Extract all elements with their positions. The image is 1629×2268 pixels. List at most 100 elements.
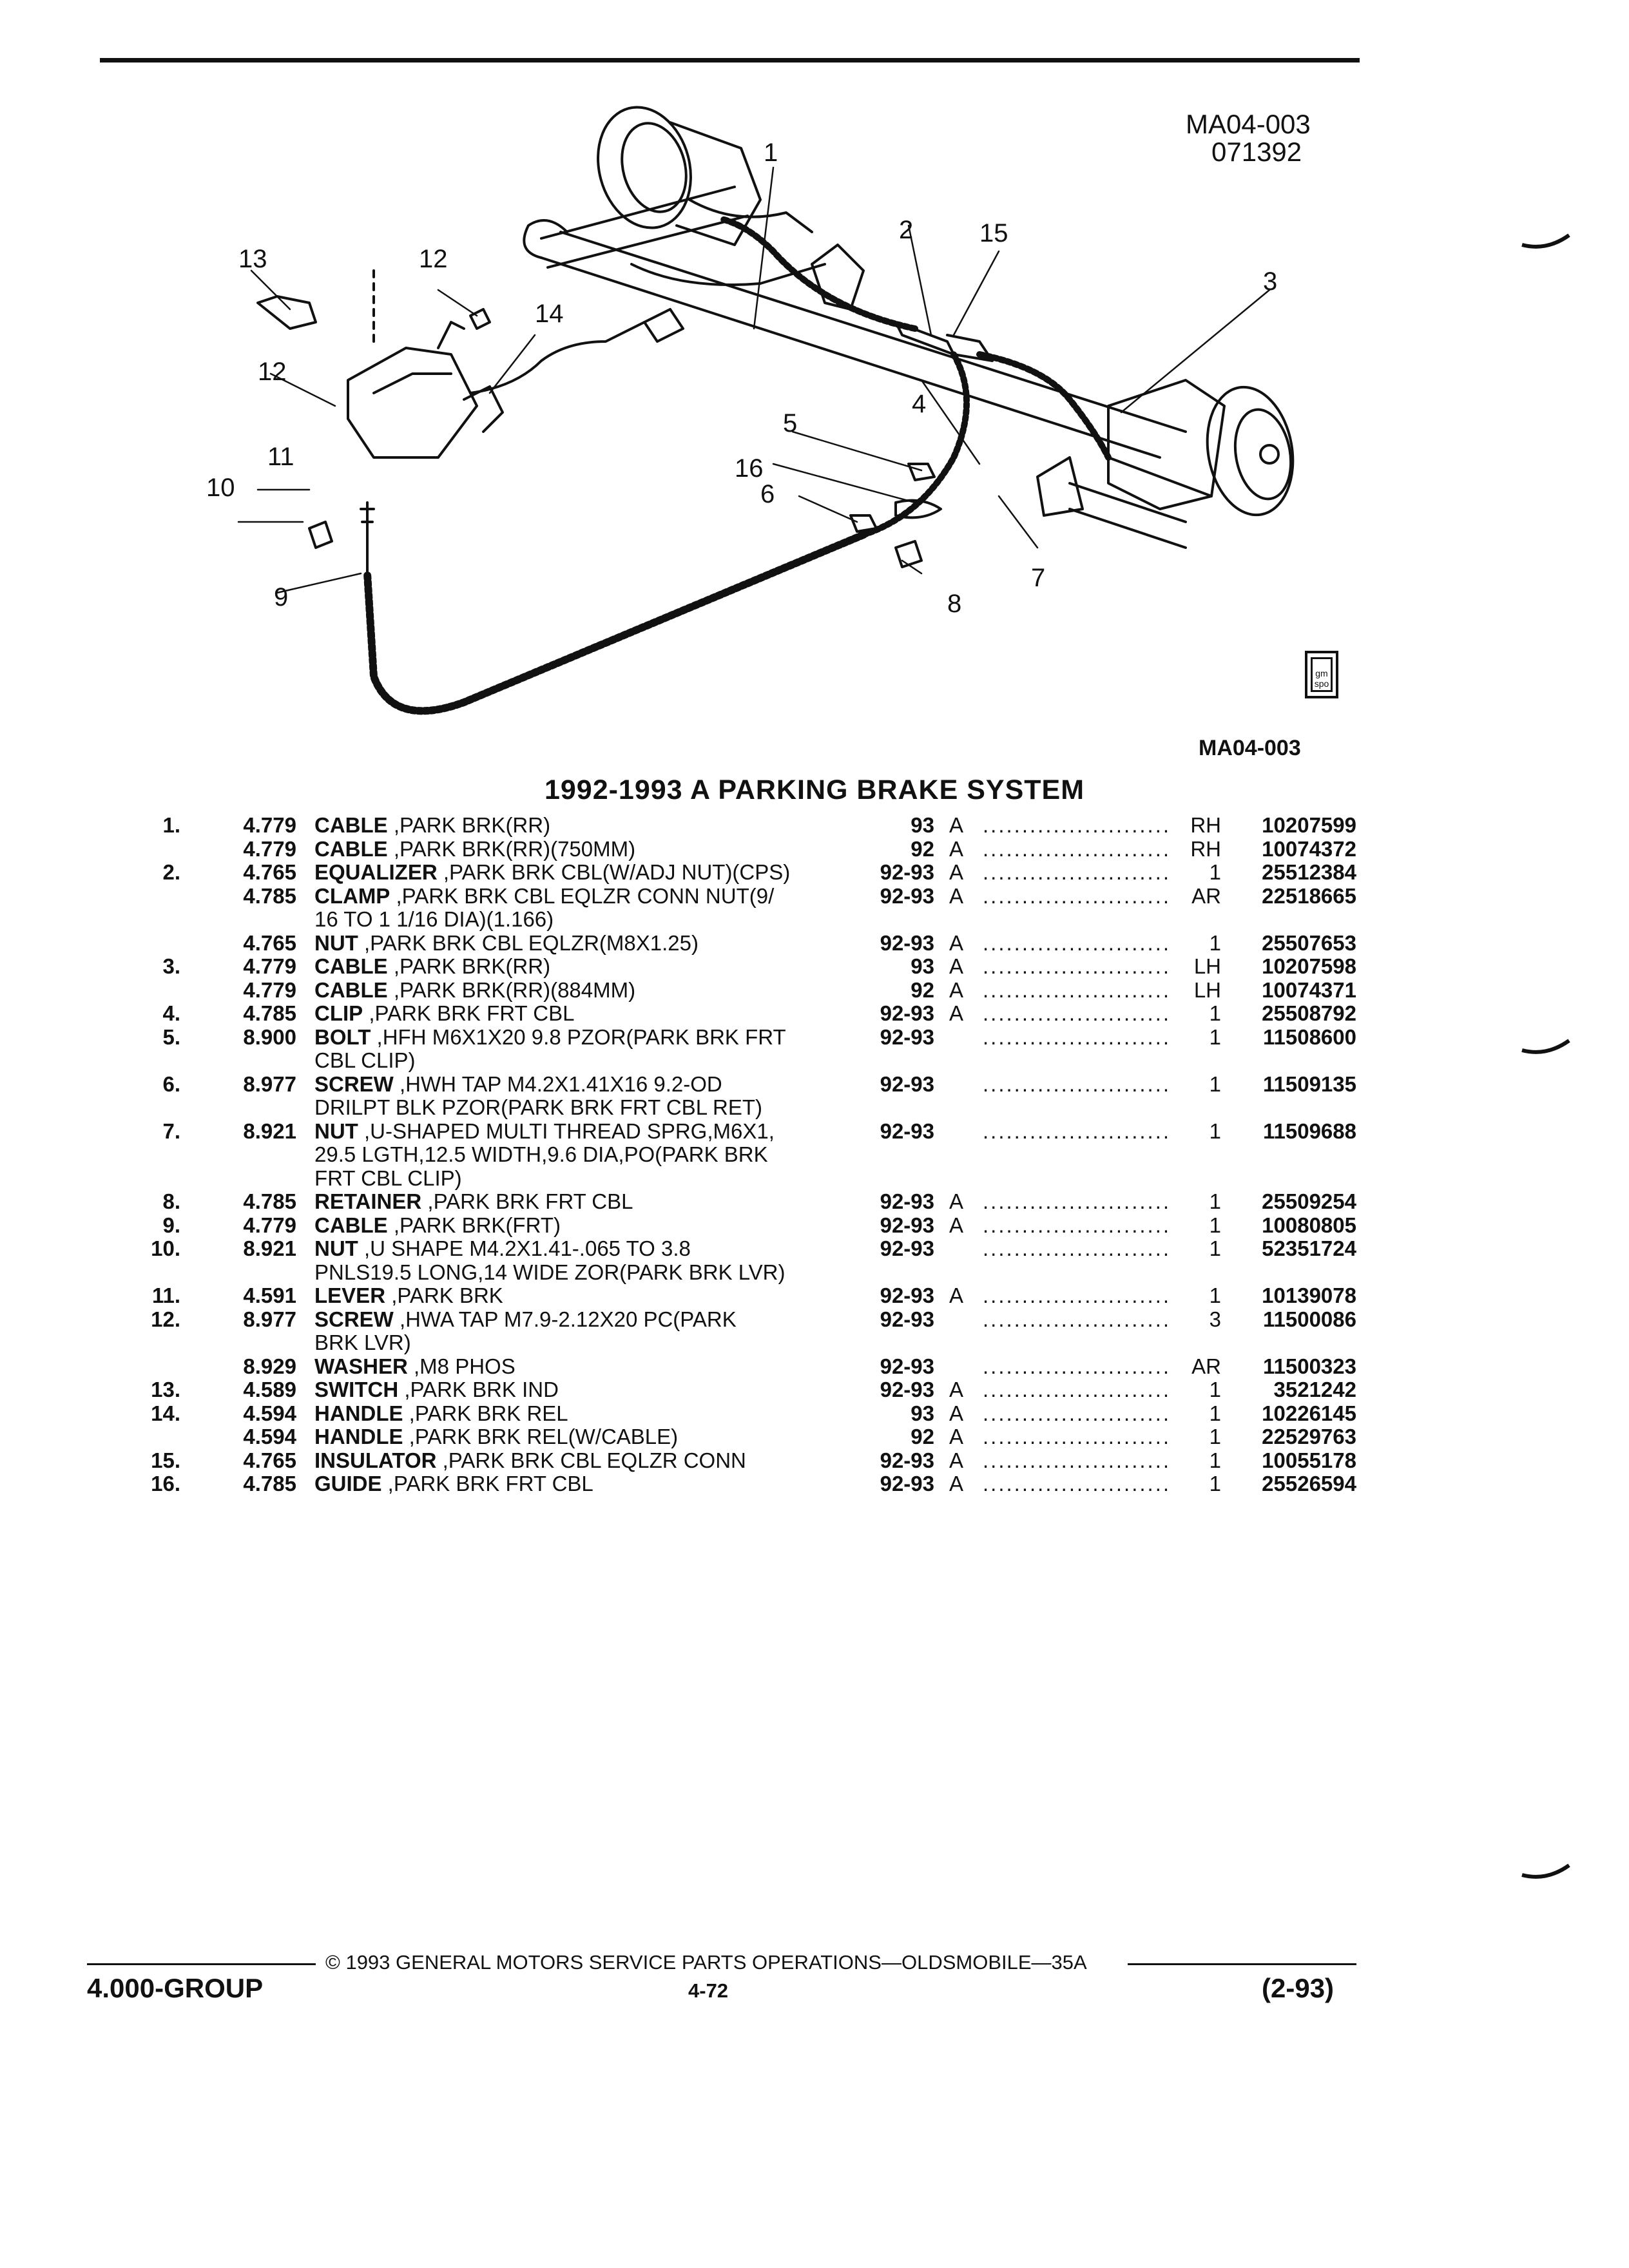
callout-13: 13	[238, 245, 267, 273]
part-description-continuation: CBL CLIP)	[314, 1048, 416, 1072]
part-callout-number: 5.	[162, 1024, 180, 1049]
leader-dots: ................................	[983, 1189, 1170, 1213]
leader-dots: ................................	[983, 1401, 1170, 1425]
part-description: INSULATOR ,PARK BRK CBL EQLZR CONN	[314, 1448, 843, 1472]
part-description-text: ,PARK BRK FRT CBL	[363, 1001, 575, 1025]
part-description: CLAMP ,PARK BRK CBL EQLZR CONN NUT(9/	[314, 884, 843, 908]
part-description-text: ,PARK BRK CBL EQLZR CONN	[436, 1448, 746, 1472]
part-model: A	[949, 1189, 964, 1213]
part-group-number: 4.765	[243, 860, 296, 884]
footer-copyright: © 1993 GENERAL MOTORS SERVICE PARTS OPER…	[325, 1951, 1087, 1974]
footer-rule-right	[1128, 1963, 1356, 1965]
part-number: 25526594	[1262, 1472, 1356, 1495]
part-name: CABLE	[314, 836, 388, 861]
part-number: 10226145	[1262, 1401, 1356, 1425]
part-description-text: ,PARK BRK REL(W/CABLE)	[403, 1425, 679, 1448]
part-name: INSULATOR	[314, 1448, 437, 1472]
part-group-number: 4.785	[243, 883, 296, 908]
part-quantity: 1	[1209, 1378, 1221, 1401]
release-handle-cable	[469, 321, 646, 394]
callout-14: 14	[535, 300, 564, 328]
part-number: 25507653	[1262, 930, 1356, 955]
part-group-number: 8.921	[243, 1236, 296, 1260]
part-description: LEVER ,PARK BRK	[314, 1283, 843, 1307]
part-description: CABLE ,PARK BRK(RR)(884MM)	[314, 978, 843, 1002]
part-group-number: 4.589	[243, 1378, 296, 1401]
part-model: A	[949, 1213, 964, 1237]
part-quantity: AR	[1191, 1354, 1221, 1378]
punch-mark-bottom	[1521, 1863, 1570, 1879]
part-description: CABLE ,PARK BRK(RR)	[314, 813, 843, 837]
left-trailing-arm	[540, 186, 749, 269]
part-model: A	[949, 1283, 964, 1307]
part-description-text: ,PARK BRK(RR)	[387, 813, 551, 837]
part-quantity: LH	[1193, 954, 1221, 978]
part-group-number: 4.779	[243, 1213, 296, 1237]
part-name: LEVER	[314, 1283, 386, 1307]
part-years: 93	[911, 954, 934, 978]
part-quantity: LH	[1193, 977, 1221, 1002]
part-callout-number: 11.	[151, 1283, 180, 1307]
part-years: 92-93	[880, 1072, 934, 1096]
part-number: 22518665	[1262, 883, 1356, 908]
part-quantity: 1	[1209, 1072, 1221, 1096]
part-description: HANDLE ,PARK BRK REL(W/CABLE)	[314, 1425, 843, 1448]
part-model: A	[949, 860, 964, 884]
part-description: CABLE ,PARK BRK(RR)	[314, 954, 843, 978]
leader-dots: ................................	[983, 1354, 1170, 1378]
leader-dots: ................................	[983, 1425, 1170, 1448]
part-years: 92	[911, 977, 934, 1002]
part-group-number: 8.900	[243, 1024, 296, 1049]
leader-dots: ................................	[983, 954, 1170, 978]
part-callout-number: 6.	[162, 1072, 180, 1096]
part-model: A	[949, 1378, 964, 1401]
part-quantity: 1	[1209, 860, 1221, 884]
part-number: 11509135	[1262, 1072, 1356, 1096]
callout-6: 6	[760, 480, 775, 508]
part-number: 11500323	[1262, 1354, 1356, 1378]
part-description: RETAINER ,PARK BRK FRT CBL	[314, 1189, 843, 1213]
part-description: NUT ,U SHAPE M4.2X1.41-.065 TO 3.8	[314, 1236, 843, 1260]
part-model: A	[949, 1001, 964, 1025]
parking-brake-diagram: 1 2 3 4 5 6 7 8 9 10 11 12 12 13 14 15 1…	[206, 106, 1295, 715]
callout-2: 2	[899, 216, 913, 244]
part-description: HANDLE ,PARK BRK REL	[314, 1401, 843, 1425]
part-name: HANDLE	[314, 1401, 403, 1425]
illustration-date: 071392	[1211, 137, 1302, 167]
part-description-continuation: 16 TO 1 1/16 DIA)(1.166)	[314, 907, 554, 931]
part-number: 10074371	[1262, 977, 1356, 1002]
gm-spo-logo-text: gm spo	[1311, 657, 1333, 692]
part-name: SCREW	[314, 1307, 394, 1331]
part-description-text: ,PARK BRK	[385, 1283, 503, 1307]
part-name: NUT	[314, 1236, 358, 1260]
part-number: 10080805	[1262, 1213, 1356, 1237]
part-callout-number: 9.	[162, 1213, 180, 1237]
leader-dots: ................................	[983, 1378, 1170, 1401]
part-name: NUT	[314, 930, 358, 955]
part-description-text: ,PARK BRK(RR)(750MM)	[387, 836, 636, 861]
callout-12-upper: 12	[419, 245, 448, 273]
callout-10: 10	[206, 474, 235, 502]
part-model: A	[949, 1425, 964, 1448]
leader-dots: ................................	[983, 930, 1170, 955]
left-brake-drum	[597, 106, 813, 246]
rear-cable-right	[976, 351, 1112, 461]
part-years: 92-93	[880, 1307, 934, 1331]
part-name: SCREW	[314, 1072, 394, 1096]
part-name: CLAMP	[314, 883, 390, 908]
part-description-text: ,HWH TAP M4.2X1.41X16 9.2-OD	[393, 1072, 722, 1096]
part-description-continuation: DRILPT BLK PZOR(PARK BRK FRT CBL RET)	[314, 1095, 762, 1119]
part-group-number: 4.765	[243, 930, 296, 955]
part-years: 92-93	[880, 1213, 934, 1237]
part-description: WASHER ,M8 PHOS	[314, 1354, 843, 1378]
part-callout-number: 3.	[162, 954, 180, 978]
part-name: CABLE	[314, 977, 388, 1002]
callout-8: 8	[947, 590, 961, 618]
callout-5: 5	[783, 409, 797, 437]
leader-dots: ................................	[983, 1024, 1170, 1049]
part-name: WASHER	[314, 1354, 408, 1378]
leader-dots: ................................	[983, 1472, 1170, 1495]
part-description-text: ,PARK BRK FRT CBL	[381, 1472, 593, 1495]
callout-15: 15	[979, 219, 1008, 247]
part-callout-number: 4.	[162, 1001, 180, 1025]
